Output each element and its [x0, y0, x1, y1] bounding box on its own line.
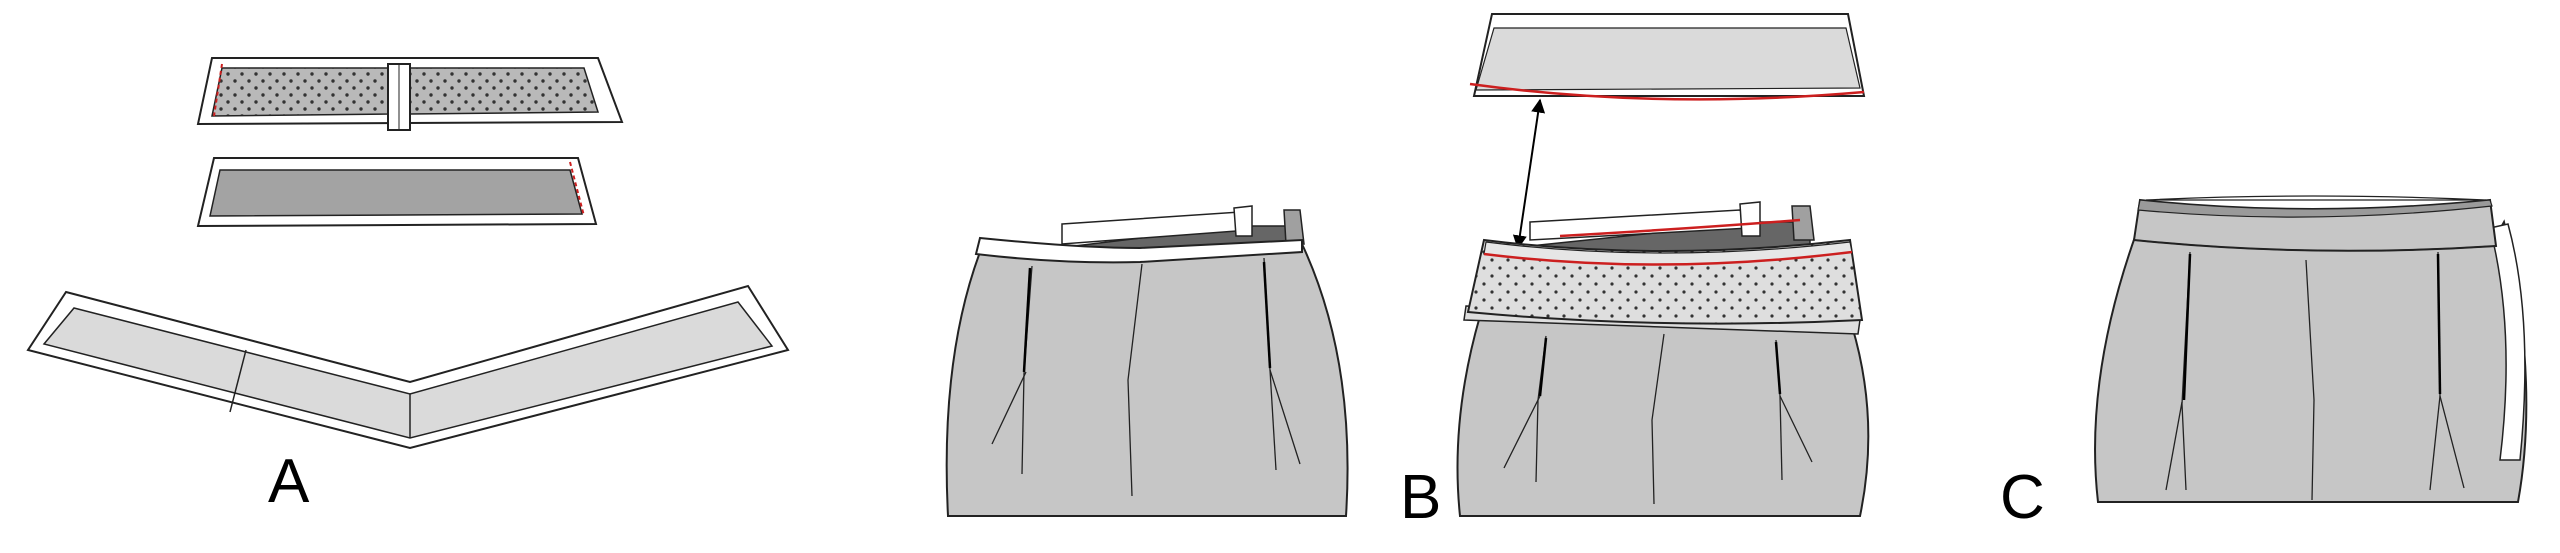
contour-waistband-piece: [26, 284, 790, 450]
step-a-group: A: [26, 57, 790, 516]
step-b-skirt-left: [945, 205, 1349, 517]
seam-line-red: [1559, 218, 1801, 238]
step-b-skirt-right: [1456, 13, 1870, 517]
seam-line-red: [1469, 82, 1865, 101]
finished-skirt: [2094, 195, 2528, 503]
detached-waistband: [1469, 13, 1866, 101]
step-c-group: C: [2000, 195, 2528, 532]
interfaced-waistband-pieces: [196, 57, 624, 131]
step-label-b: B: [1400, 463, 1441, 532]
seam-allowance-mark: [213, 63, 223, 117]
match-arrow: [1512, 98, 1546, 250]
facing-piece: [196, 157, 598, 228]
step-label-c: C: [2000, 463, 2045, 532]
seam-allowance-mark: [569, 161, 585, 217]
step-label-a: A: [268, 447, 310, 516]
seam-line-red: [1483, 250, 1853, 266]
